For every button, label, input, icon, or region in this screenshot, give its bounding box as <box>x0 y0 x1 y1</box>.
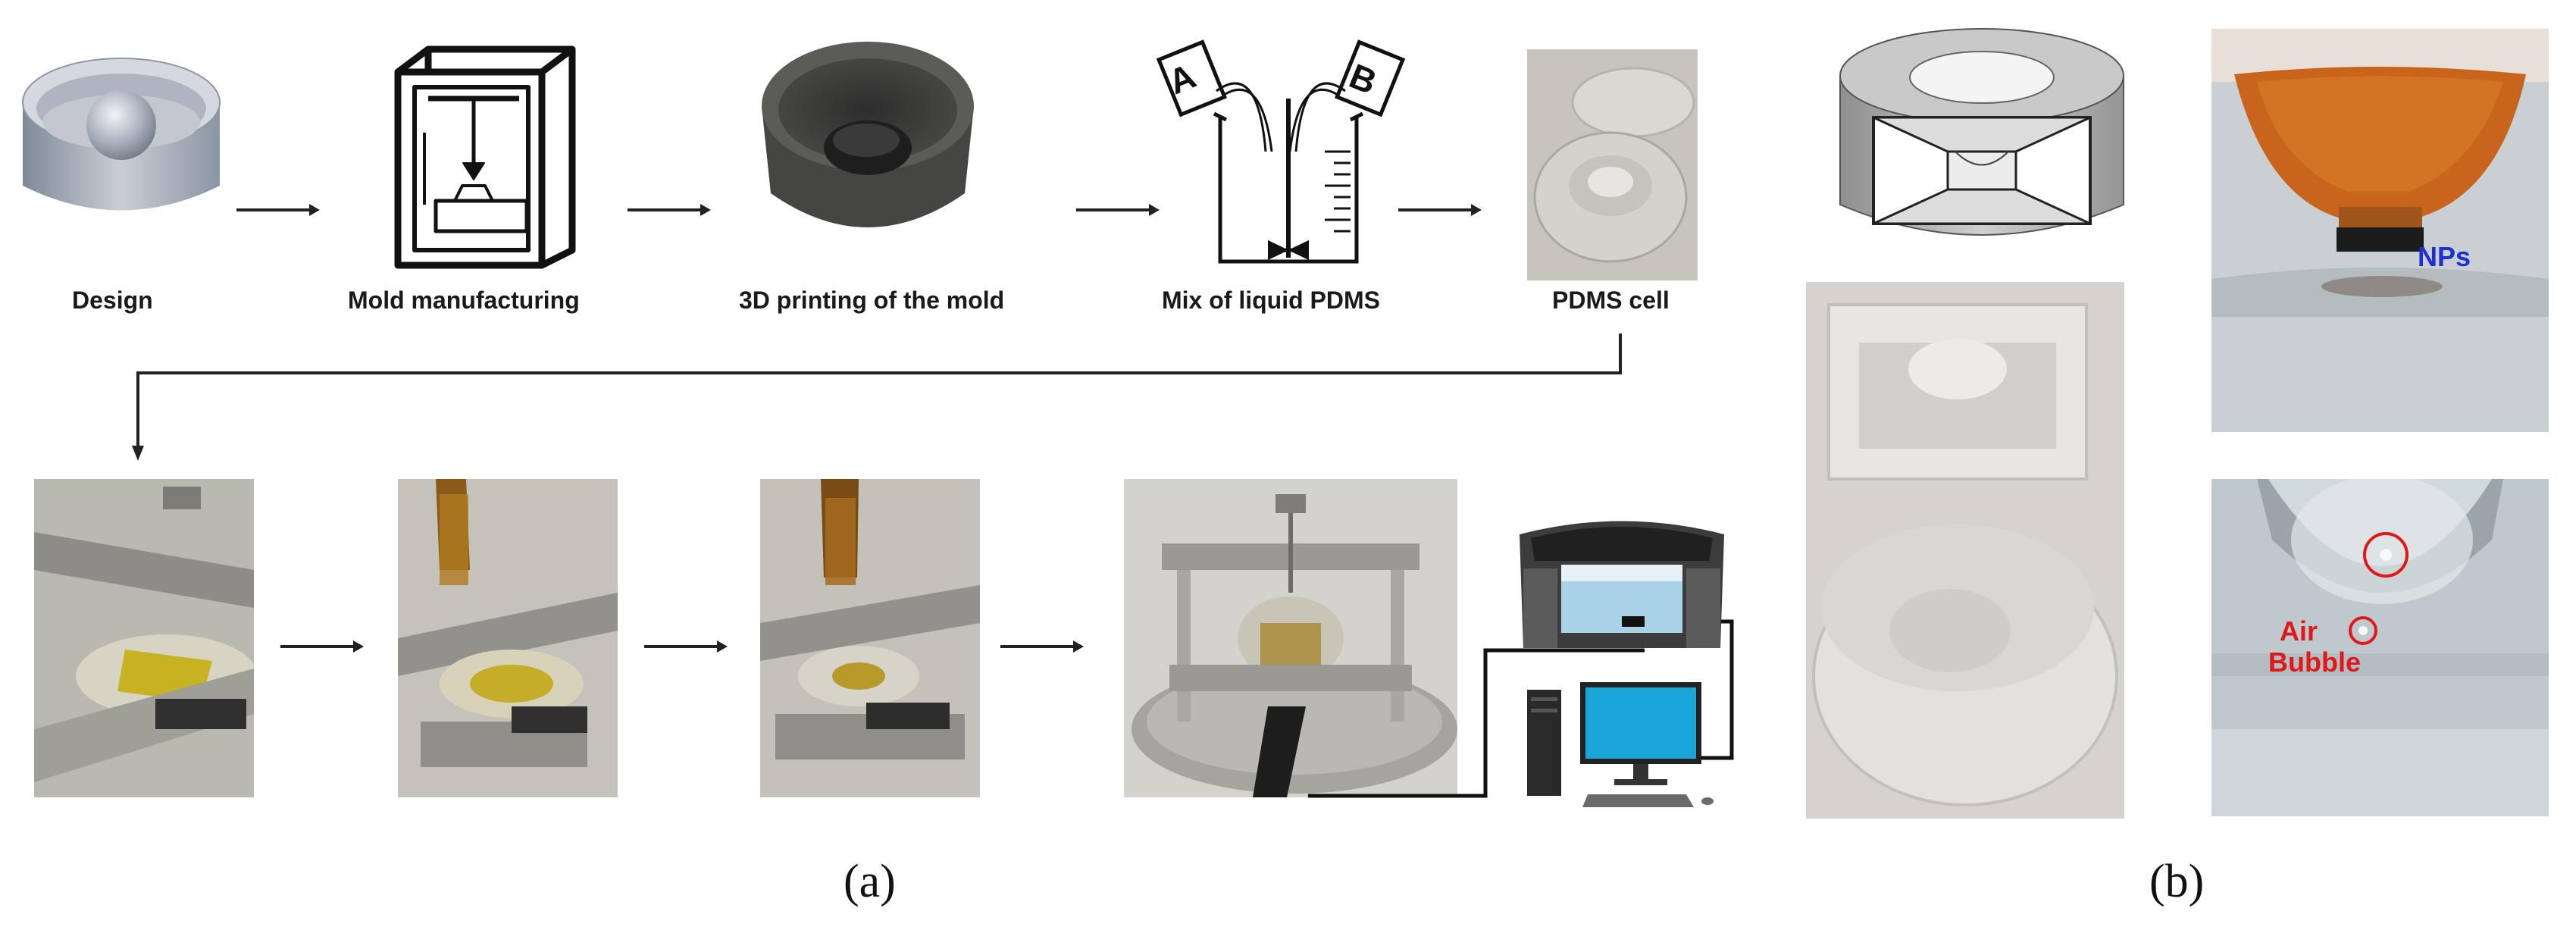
connector-line <box>132 333 1622 461</box>
flow-arrow <box>1000 640 1084 653</box>
nanoparticles-photo <box>2211 29 2549 432</box>
step-label-3d-printing: 3D printing of the mold <box>739 287 1005 314</box>
flow-arrow <box>236 204 320 216</box>
step-label-mold-manufacturing: Mold manufacturing <box>348 287 580 314</box>
nps-label: NPs <box>2418 241 2471 272</box>
pdms-cell-photo <box>1527 49 1698 280</box>
assembly-photo-1 <box>34 479 254 797</box>
mixing-beaker-drawing <box>1144 30 1417 273</box>
air-bubble-label-line-1: Air <box>2280 615 2318 647</box>
pdms-cell-large-photo <box>1806 282 2124 819</box>
assembly-photo-3 <box>760 479 980 797</box>
cell-schematic-render <box>1834 23 2130 258</box>
cable-lines <box>1308 619 1734 798</box>
flow-arrow <box>1398 204 1482 216</box>
assembly-photo-2 <box>398 479 618 797</box>
panel-label-a: (a) <box>844 856 896 907</box>
printer-drawing <box>383 42 580 269</box>
step-label-design: Design <box>72 287 153 314</box>
computer-workstation <box>1523 675 1728 815</box>
design-render <box>15 49 227 239</box>
air-bubble-label-line-2: Bubble <box>2268 647 2361 678</box>
step-label-pdms-cell: PDMS cell <box>1552 287 1670 314</box>
measurement-setup-photo <box>1124 479 1457 797</box>
air-bubble-photo <box>2211 479 2549 816</box>
printed-mold-photo <box>754 34 981 258</box>
flow-arrow <box>628 204 711 216</box>
step-label-mix-pdms: Mix of liquid PDMS <box>1162 287 1380 314</box>
flow-arrow <box>644 640 728 653</box>
flow-arrow <box>280 640 364 653</box>
spectrometer-device <box>1516 504 1728 652</box>
panel-label-b: (b) <box>2149 856 2205 907</box>
flow-arrow <box>1076 204 1160 216</box>
